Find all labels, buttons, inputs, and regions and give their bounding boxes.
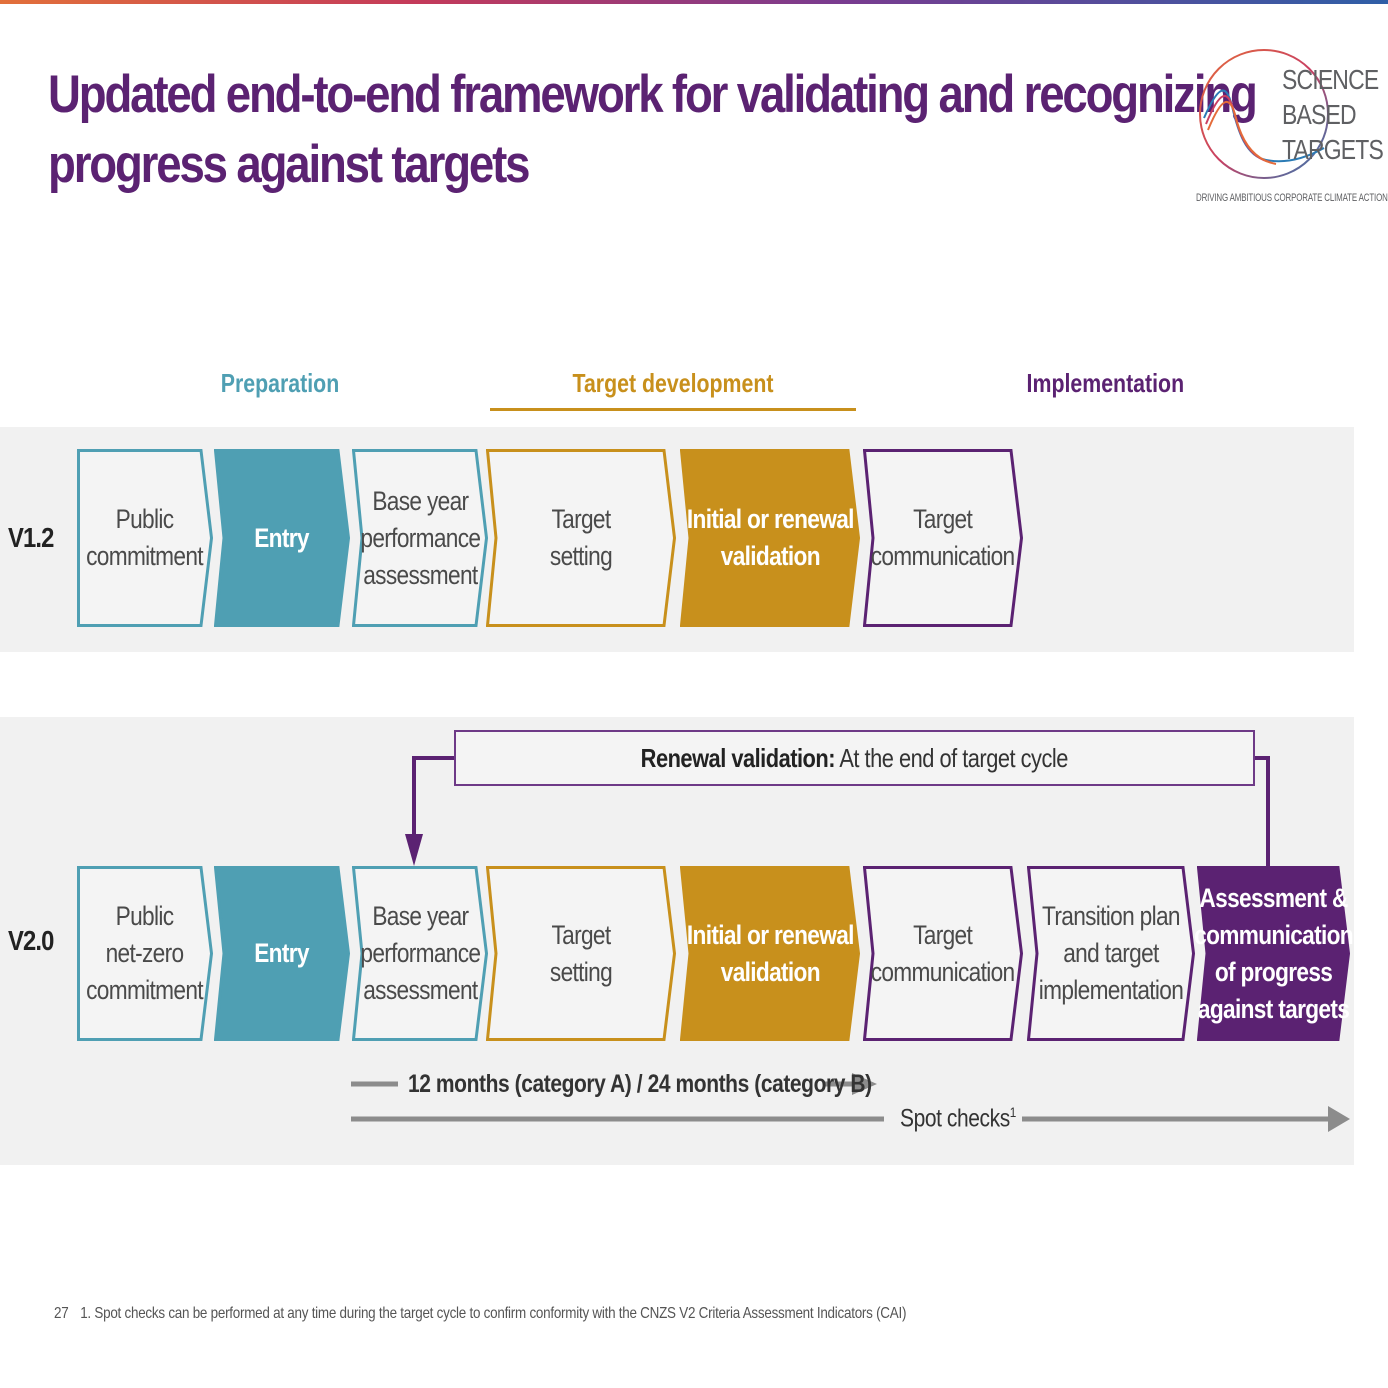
logo-tagline: DRIVING AMBITIOUS CORPORATE CLIMATE ACTI… (1196, 192, 1388, 204)
step-label: Entry (254, 938, 310, 968)
footnote-text: 1. Spot checks can be performed at any t… (80, 1305, 907, 1322)
step-label: Entry (254, 522, 310, 553)
phase-implementation: Implementation (1026, 368, 1185, 398)
v12-step-entry: Entry (214, 449, 350, 627)
chevron-shape (214, 866, 350, 1041)
spot-checks-label: Spot checks1 (900, 1104, 1016, 1133)
months-duration-label: 12 months (category A) / 24 months (cate… (408, 1070, 872, 1098)
logo-wordmark: SCIENCE BASED TARGETS (1282, 64, 1384, 165)
chevron-shape (863, 449, 1023, 627)
chevron-shape (486, 866, 676, 1041)
logo-circle-icon (1199, 49, 1329, 179)
page-title: Updated end-to-end framework for validat… (48, 60, 1258, 200)
title-line-2: progress against targets (48, 135, 531, 194)
chevron-shape (486, 449, 676, 627)
chevron-shape (352, 866, 488, 1041)
v12-label: V1.2 (8, 522, 54, 553)
v20-label: V2.0 (8, 925, 54, 956)
phase-target-development: Target development (572, 368, 774, 398)
chevron-shape (1027, 866, 1195, 1041)
footnote: 27 1. Spot checks can be performed at any… (54, 1305, 906, 1323)
chevron-shape (863, 866, 1023, 1041)
phase-preparation: Preparation (220, 368, 340, 398)
chevron-shape (352, 449, 488, 627)
chevron-shape (680, 866, 860, 1041)
page-number: 27 (54, 1305, 69, 1322)
chevron-shape (77, 449, 213, 627)
title-line-1: Updated end-to-end framework for validat… (48, 65, 1258, 124)
top-accent-bar (0, 0, 1388, 4)
chevron-shape (1197, 866, 1350, 1041)
phase-target-development-underline (490, 408, 856, 411)
chevron-shape (680, 449, 860, 627)
sbti-logo: SCIENCE BASED TARGETS DRIVING AMBITIOUS … (1190, 40, 1388, 220)
chevron-shape (214, 449, 350, 627)
v20-step-entry: Entry (214, 866, 350, 1041)
renewal-validation-box: Renewal validation: At the end of target… (454, 730, 1255, 786)
chevron-shape (77, 866, 213, 1041)
renewal-validation-text: Renewal validation: At the end of target… (640, 742, 1069, 773)
